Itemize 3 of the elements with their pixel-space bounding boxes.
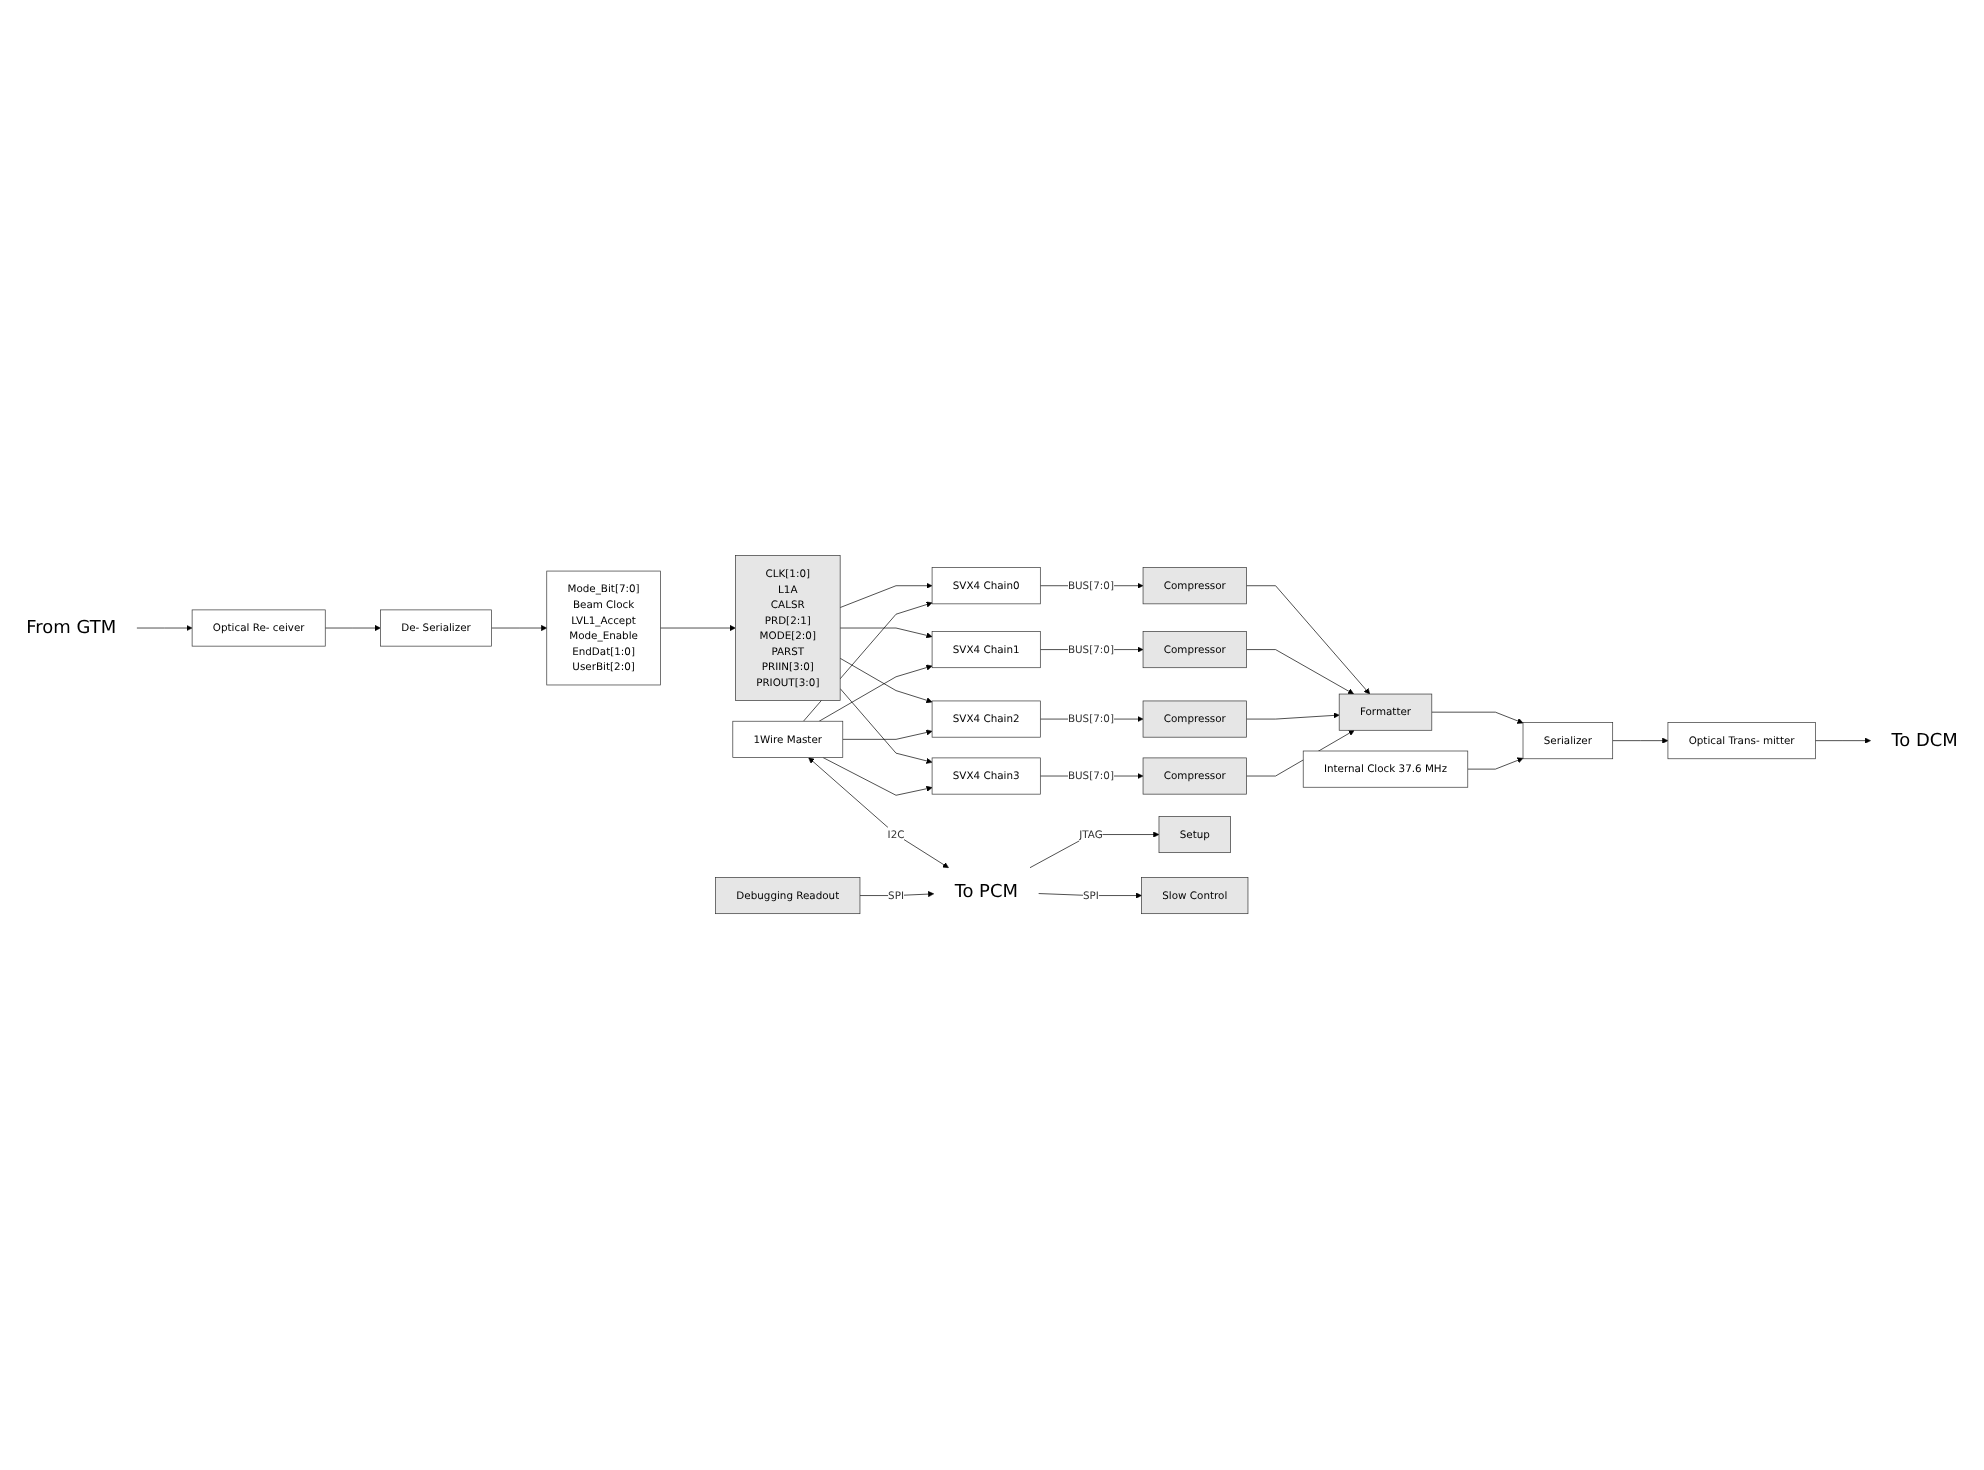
node-text: To DCM [1891,729,1958,751]
node-text: To PCM [954,880,1018,902]
node-text: From GTM [26,616,117,638]
